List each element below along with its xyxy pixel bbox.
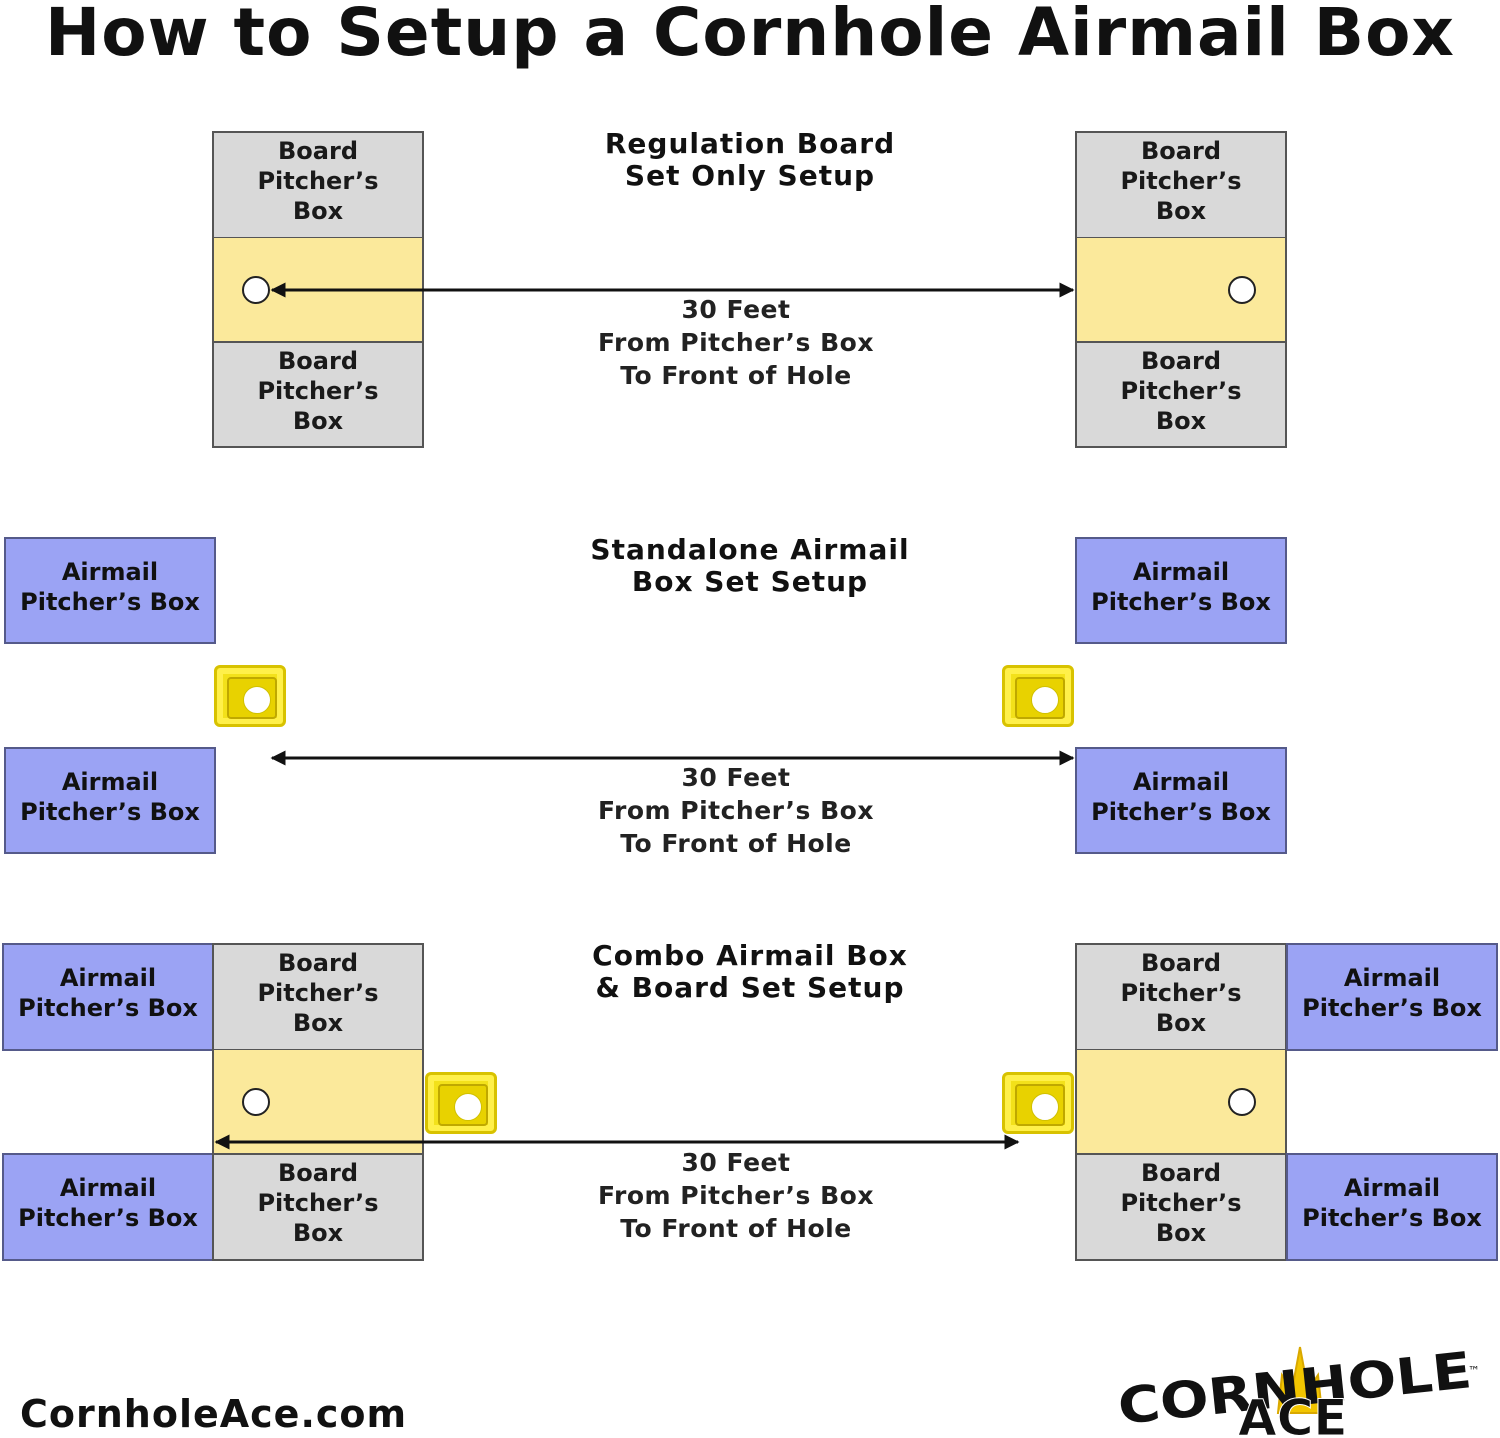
distance-label: 30 Feet From Pitcher’s Box To Front of H… [598, 763, 874, 858]
section-title-standalone: Standalone Airmail Box Set Setup [590, 533, 910, 598]
footer-url[interactable]: CornholeAce.com [20, 1392, 408, 1436]
board-hole [1228, 1088, 1256, 1116]
board-pitchers-box: Board Pitcher’s Box [1075, 131, 1287, 239]
logo-tm: ™ [1468, 1364, 1480, 1378]
board-hole [242, 1088, 270, 1116]
airmail-box-target [1002, 665, 1074, 727]
airmail-pitchers-box: Airmail Pitcher’s Box [4, 537, 216, 644]
airmail-pitchers-box: Airmail Pitcher’s Box [4, 747, 216, 854]
board-hole [1228, 276, 1256, 304]
distance-label: 30 Feet From Pitcher’s Box To Front of H… [598, 1148, 874, 1243]
airmail-pitchers-box: Airmail Pitcher’s Box [2, 943, 214, 1051]
cornhole-ace-logo: CORNHOLE ACE ™ [1115, 1341, 1480, 1438]
logo-crown-icon [1276, 1346, 1324, 1414]
airmail-box-target [214, 665, 286, 727]
board-pitchers-box: Board Pitcher’s Box [212, 1153, 424, 1261]
airmail-box-target [1002, 1072, 1074, 1134]
page-title: How to Setup a Cornhole Airmail Box [45, 0, 1455, 71]
board-pitchers-box: Board Pitcher’s Box [212, 341, 424, 448]
distance-label: 30 Feet From Pitcher’s Box To Front of H… [598, 295, 874, 390]
airmail-pitchers-box: Airmail Pitcher’s Box [2, 1153, 214, 1261]
airmail-pitchers-box: Airmail Pitcher’s Box [1075, 537, 1287, 644]
airmail-pitchers-box: Airmail Pitcher’s Box [1075, 747, 1287, 854]
board-pitchers-box: Board Pitcher’s Box [1075, 943, 1287, 1051]
board-pitchers-box: Board Pitcher’s Box [1075, 341, 1287, 448]
board-hole [242, 276, 270, 304]
airmail-pitchers-box: Airmail Pitcher’s Box [1286, 943, 1498, 1051]
cornhole-board [1075, 1050, 1287, 1154]
board-pitchers-box: Board Pitcher’s Box [1075, 1153, 1287, 1261]
board-pitchers-box: Board Pitcher’s Box [212, 943, 424, 1051]
airmail-box-target [425, 1072, 497, 1134]
logo-line2: ACE [1238, 1389, 1348, 1438]
airmail-pitchers-box: Airmail Pitcher’s Box [1286, 1153, 1498, 1261]
section-title-regulation: Regulation Board Set Only Setup [604, 127, 896, 192]
section-title-combo: Combo Airmail Box & Board Set Setup [592, 939, 908, 1004]
